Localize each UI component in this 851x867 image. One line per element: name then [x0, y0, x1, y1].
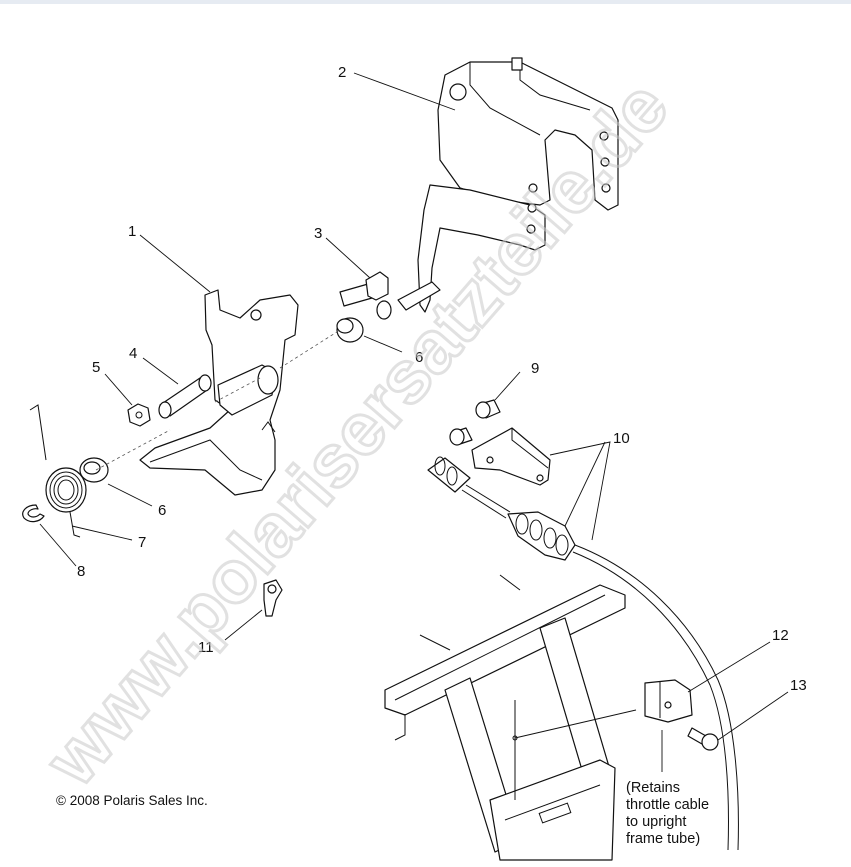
tube-part-4[interactable] [158, 374, 212, 419]
callout-7: 7 [138, 534, 146, 551]
frame-upright [384, 574, 626, 861]
callout-3: 3 [314, 225, 322, 242]
top-border [0, 0, 851, 4]
throttle-cable-part-10[interactable] [427, 456, 739, 851]
callout-6-lower: 6 [158, 502, 166, 519]
key-part-11[interactable] [263, 579, 283, 617]
callout-11: 11 [198, 639, 214, 656]
pedal-part-1[interactable] [139, 289, 299, 496]
clip-part-8[interactable] [22, 504, 45, 523]
bushing-part-6-lower[interactable] [79, 457, 109, 483]
callout-10: 10 [613, 430, 630, 447]
screw-part-13[interactable] [687, 727, 719, 751]
callout-13: 13 [790, 677, 807, 694]
retainer-note: (Retains throttle cable to upright frame… [626, 780, 709, 847]
note-line-4: frame tube) [626, 831, 700, 847]
copyright-text: © 2008 Polaris Sales Inc. [56, 793, 208, 808]
callout-1: 1 [128, 223, 136, 240]
callout-labels: 1 2 3 4 5 6 6 7 8 9 10 11 12 13 [77, 64, 807, 694]
note-line-1: (Retains [626, 780, 680, 796]
callout-5: 5 [92, 359, 100, 376]
retainer-clip-part-12[interactable] [644, 679, 693, 723]
note-line-2: throttle cable [626, 797, 709, 813]
callout-12: 12 [772, 627, 789, 644]
bracket-part-2[interactable] [376, 57, 619, 320]
callout-9: 9 [531, 360, 539, 377]
bolt-part-3[interactable] [339, 271, 389, 307]
fittings-part-9[interactable] [449, 399, 501, 446]
bushing-part-6-upper[interactable] [336, 317, 364, 343]
leader-lines [39, 72, 789, 772]
callout-8: 8 [77, 563, 85, 580]
note-line-3: to upright [626, 814, 686, 830]
callout-4: 4 [129, 345, 137, 362]
callout-6-upper: 6 [415, 349, 423, 366]
nut-part-5[interactable] [127, 403, 151, 427]
spring-part-7[interactable] [29, 404, 87, 538]
callout-2: 2 [338, 64, 346, 81]
cable-bracket-part-10[interactable] [471, 427, 551, 486]
